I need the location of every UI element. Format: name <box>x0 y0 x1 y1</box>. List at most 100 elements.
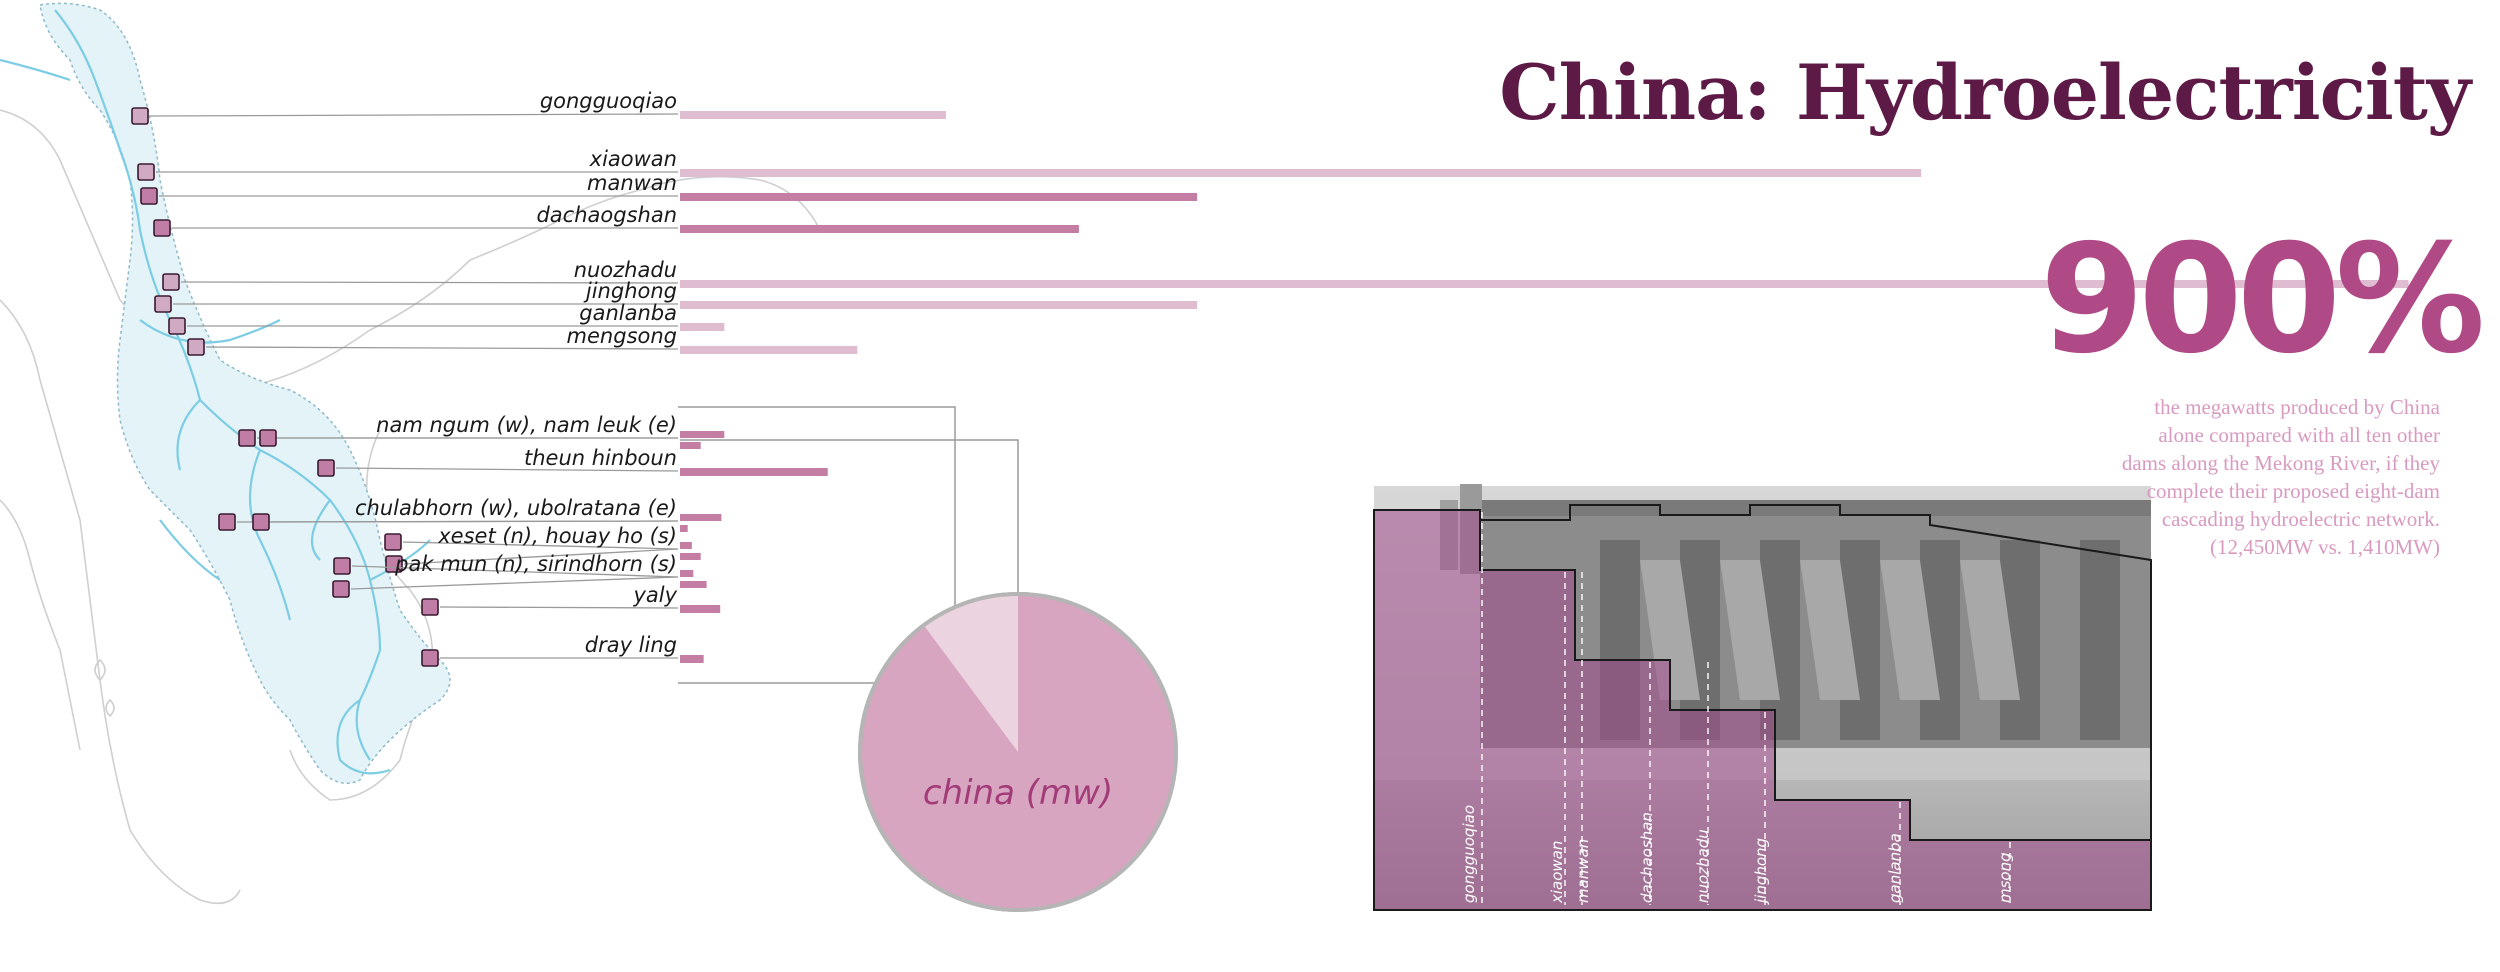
border <box>0 499 81 751</box>
leader-line <box>402 541 679 550</box>
dam-marker <box>187 338 205 356</box>
proposed-dams-overlay <box>1373 509 2152 911</box>
tributary <box>139 319 281 344</box>
dam-marker <box>317 459 335 477</box>
dam-label: pak mun (n), sirindhorn (s) <box>394 552 677 576</box>
leader-line <box>270 520 679 523</box>
photo-dam-label: gongguoqiao <box>1460 805 1478 903</box>
bar <box>680 323 725 331</box>
dam-label: xiaowan <box>589 147 677 171</box>
rivers <box>0 9 431 775</box>
tributary <box>336 699 391 775</box>
dam-marker <box>218 513 236 531</box>
leader-line <box>351 565 679 578</box>
dam-marker <box>238 429 256 447</box>
dam-marker <box>421 598 439 616</box>
dam-marker <box>153 219 171 237</box>
description-line: the megawatts produced by China <box>2154 395 2440 419</box>
photo-dam-label: msong <box>1996 852 2014 903</box>
photo-dam-label: xiaowan <box>1548 841 1566 904</box>
dam-marker <box>384 533 402 551</box>
pie-label: china (mw) <box>923 773 1113 813</box>
dam-label: dachaogshan <box>536 203 677 227</box>
dam-label: gongguoqiao <box>540 89 677 113</box>
mekong-map <box>0 2 821 905</box>
dam-label: nam ngum (w), nam leuk (e) <box>376 413 677 437</box>
leader-line <box>350 576 679 590</box>
photo-dam-label: jinghong <box>1752 838 1770 905</box>
bar <box>680 169 1922 177</box>
dam-label: nuozhadu <box>574 258 677 282</box>
bar <box>680 514 722 521</box>
dam-label: theun hinboun <box>524 446 677 470</box>
description-line: dams along the Mekong River, if they <box>2121 451 2440 475</box>
leader-line <box>149 113 679 117</box>
bar <box>680 525 688 532</box>
bar <box>680 431 725 438</box>
tributary <box>310 499 331 561</box>
photo-dam-label: dachaoshan <box>1638 812 1656 903</box>
bar <box>680 280 2409 288</box>
bar <box>680 553 701 560</box>
page-title: China: Hydroelectricity <box>1499 48 2471 137</box>
pie-slice-others <box>923 594 1018 752</box>
dam-marker <box>252 513 270 531</box>
photo-dam-label: ganlanba <box>1886 833 1904 903</box>
river-basin <box>39 2 451 785</box>
photo-dividers <box>1481 512 2011 905</box>
bar <box>680 605 721 613</box>
tributary <box>0 58 71 82</box>
tributary <box>369 539 431 581</box>
island <box>94 658 115 718</box>
headline-stat: 900% <box>2040 213 2485 387</box>
bar <box>680 442 701 449</box>
bar <box>680 111 946 119</box>
bar <box>680 542 692 549</box>
dam-label: manwan <box>587 171 677 195</box>
dam-label: jinghong <box>583 279 677 303</box>
tributary <box>159 519 221 581</box>
description: the megawatts produced by China alone co… <box>2020 393 2440 561</box>
tributary <box>176 399 201 471</box>
coastline <box>0 109 821 391</box>
leader-line <box>205 346 679 350</box>
dam-marker <box>421 649 439 667</box>
description-line: alone compared with all ten other <box>2158 423 2440 447</box>
dam-marker <box>137 163 155 181</box>
mekong-river <box>54 9 382 761</box>
leader-line <box>335 467 679 472</box>
china-pie-chart: china (mw) <box>858 592 1178 912</box>
bar <box>680 193 1198 201</box>
leader-line <box>439 606 679 609</box>
dam-label: xeset (n), houay ho (s) <box>437 524 677 548</box>
dam-label: yaly <box>632 583 677 607</box>
dam-marker <box>332 580 350 598</box>
bar <box>680 581 707 588</box>
description-line: complete their proposed eight-dam <box>2146 479 2440 503</box>
photo-dam-label: manwan <box>1574 839 1592 903</box>
dam-label: chulabhorn (w), ubolratana (e) <box>355 496 677 520</box>
bar <box>680 655 704 663</box>
dam-label: ganlanba <box>579 301 677 325</box>
bar <box>680 570 694 577</box>
dam-label: mengsong <box>567 324 677 348</box>
coastline <box>0 299 241 905</box>
leader-line <box>403 548 679 565</box>
leader-line <box>180 281 679 284</box>
dam-marker <box>162 273 180 291</box>
bar <box>680 225 1079 233</box>
tributary <box>248 449 292 621</box>
dam-marker <box>154 295 172 313</box>
description-line: (12,450MW vs. 1,410MW) <box>2209 535 2440 559</box>
dam-marker <box>140 187 158 205</box>
bar <box>680 346 858 354</box>
description-line: cascading hydroelectric network. <box>2161 507 2440 531</box>
dam-label: dray ling <box>585 633 677 657</box>
bar <box>680 468 828 476</box>
dam-marker <box>131 107 149 125</box>
dam-marker <box>259 429 277 447</box>
